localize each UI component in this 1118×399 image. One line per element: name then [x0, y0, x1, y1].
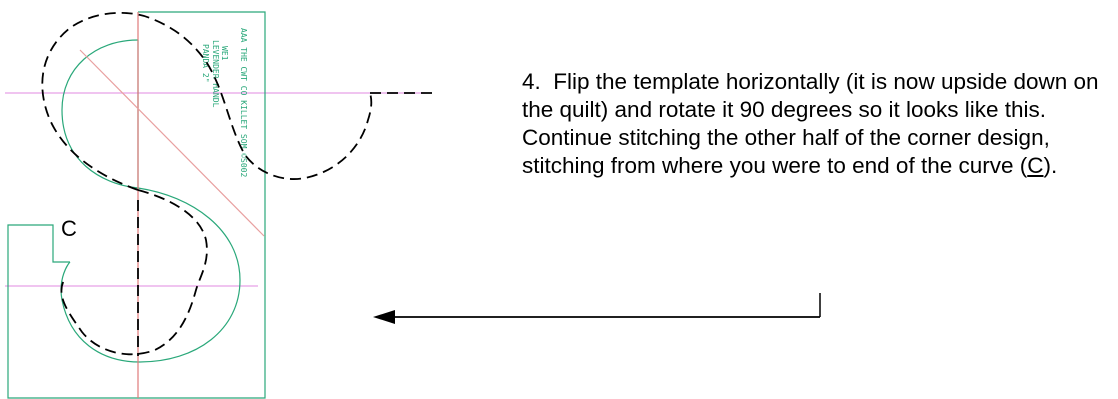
- arrow-head: [373, 310, 395, 324]
- end-marker: C: [1027, 153, 1044, 178]
- step-text-end: ).: [1043, 153, 1058, 178]
- diagonal-line: [79, 49, 265, 237]
- svg-text:LEVENDER HANDL: LEVENDER HANDL: [211, 40, 220, 108]
- svg-text:PANDA 2": PANDA 2": [201, 44, 210, 83]
- svg-text:WE1: WE1: [220, 46, 229, 61]
- instruction-text: 4. Flip the template horizontally (it is…: [522, 68, 1102, 180]
- step-text: Flip the template horizontally (it is no…: [522, 69, 1099, 178]
- step-number: 4.: [522, 69, 541, 94]
- svg-text:AAA THE CWT CO KILLET SOM ©S00: AAA THE CWT CO KILLET SOM ©S002: [239, 28, 248, 177]
- marker-c: C: [61, 216, 77, 241]
- stitch-path: [41, 11, 432, 356]
- template-outline: [7, 11, 266, 399]
- template-print: AAA THE CWT CO KILLET SOM ©S002 LEVENDER…: [201, 28, 248, 177]
